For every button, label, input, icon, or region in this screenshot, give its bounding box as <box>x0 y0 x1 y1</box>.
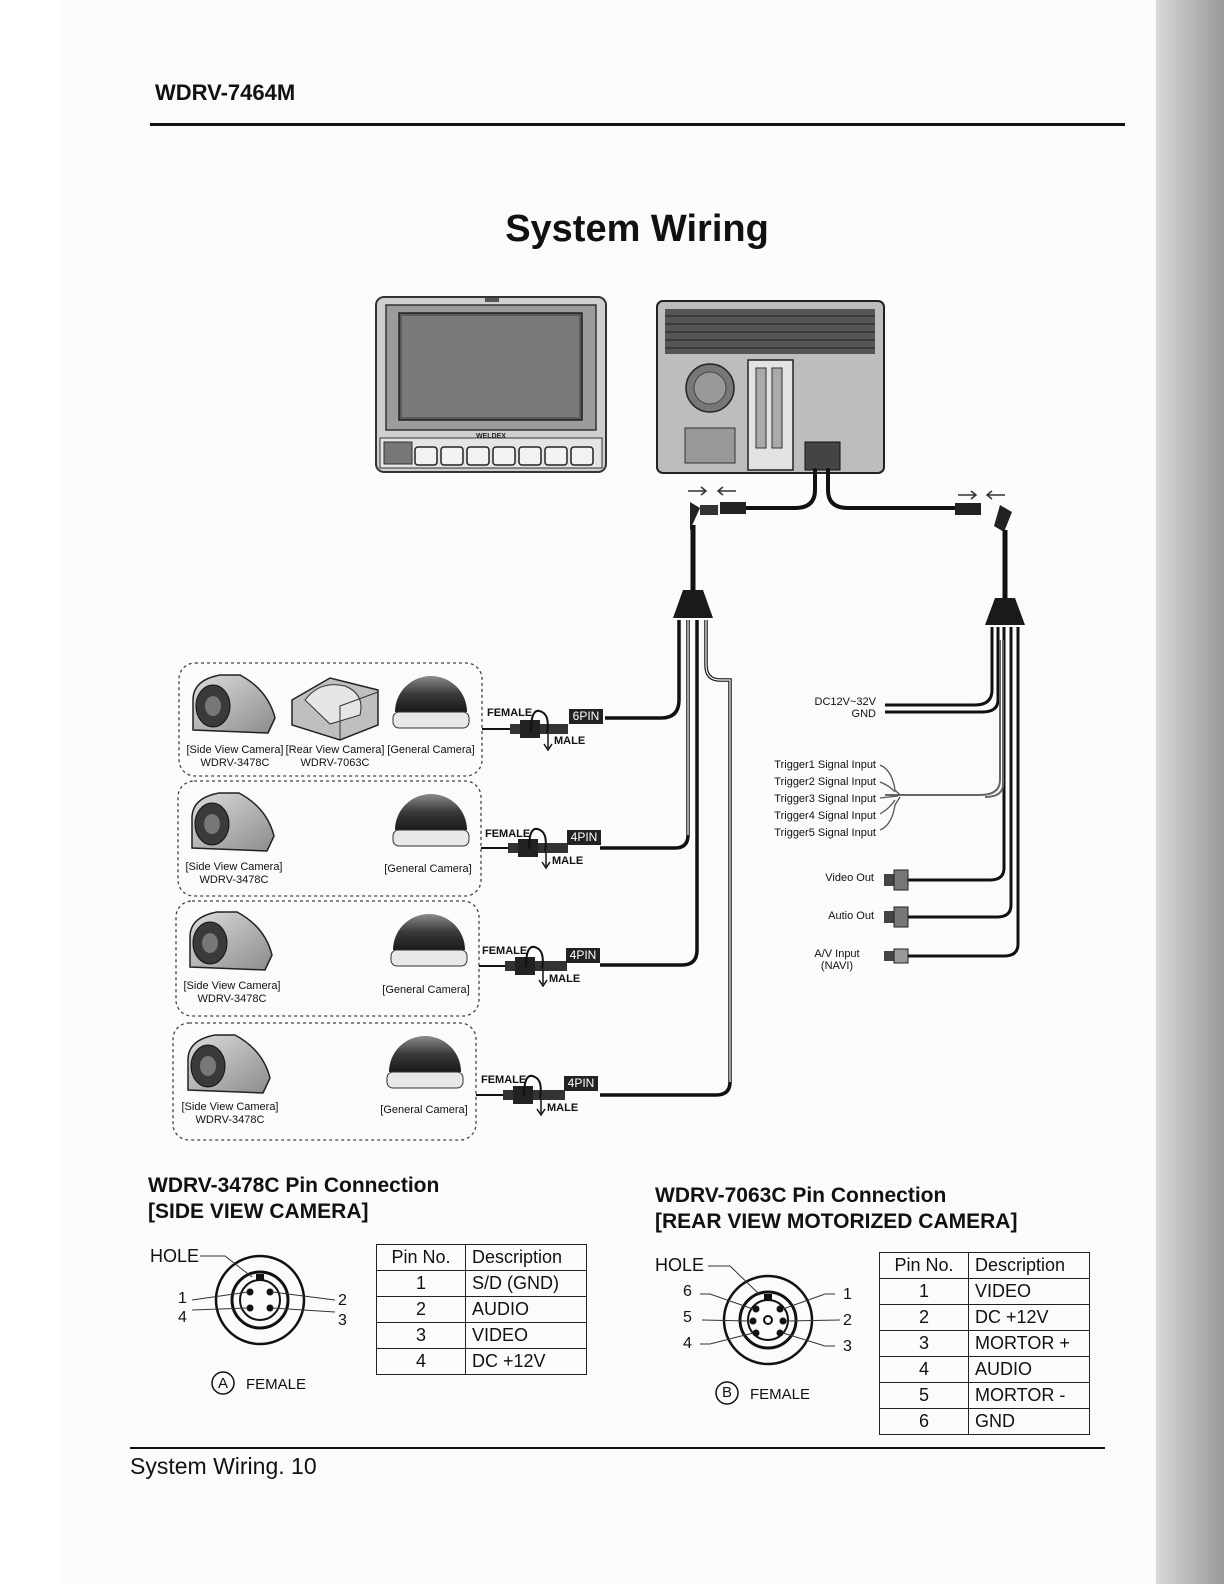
rear-marker: B <box>721 1384 732 1401</box>
pin-badge-1 <box>569 709 603 724</box>
connector-3-pins: 4PIN <box>569 948 597 962</box>
trigger-2: Trigger2 Signal Input <box>774 776 876 788</box>
dome-camera-4 <box>386 1036 464 1089</box>
connector-2-female: FEMALE <box>485 828 531 840</box>
trigger-1: Trigger1 Signal Input <box>774 759 876 771</box>
connector-1-pins: 6PIN <box>572 709 600 723</box>
footer-page-label: System Wiring. 10 <box>130 1453 317 1479</box>
side-pin-connector-diagram <box>191 1254 336 1395</box>
rear-view-camera <box>291 677 379 741</box>
connector-2-pins: 4PIN <box>570 830 598 844</box>
connector-pair-4 <box>503 1074 565 1117</box>
side-pin-num-1: 1 <box>178 1290 187 1307</box>
dome-camera-3 <box>390 914 468 967</box>
connector-4-male: MALE <box>547 1102 579 1114</box>
monitor-back <box>656 300 885 474</box>
footer-rule <box>130 1447 1105 1449</box>
camera-label-general-2: [General Camera] <box>384 863 472 875</box>
connector-3-female: FEMALE <box>482 945 528 957</box>
rear-pin-num-3: 3 <box>843 1338 852 1355</box>
side-view-camera-3 <box>189 911 273 971</box>
connector-1-male: MALE <box>554 735 586 747</box>
side-pin-num-3: 3 <box>338 1312 347 1329</box>
rear-pin-title: WDRV-7063C Pin Connection[REAR VIEW MOTO… <box>655 1184 1018 1233</box>
pin-badge-3 <box>566 948 600 963</box>
av-input-label: A/V Input(NAVI) <box>814 948 860 972</box>
trigger-4: Trigger4 Signal Input <box>774 810 876 822</box>
connector-3-male: MALE <box>549 973 581 985</box>
pin-badge-2 <box>567 830 601 845</box>
rear-pin-connector-diagram <box>700 1265 841 1405</box>
rear-pin-num-2: 2 <box>843 1312 852 1329</box>
camera-label-general-1: [General Camera] <box>387 744 475 756</box>
trigger-labels: Trigger1 Signal Input Trigger2 Signal In… <box>740 757 876 842</box>
connector-pair-3 <box>505 945 567 988</box>
page-title: System Wiring <box>505 208 769 250</box>
camera-label-side-2: [Side View Camera]WDRV-3478C <box>185 861 283 886</box>
audio-out-label: Autio Out <box>828 910 874 922</box>
side-hole-label: HOLE <box>150 1246 200 1266</box>
camera-label-rear: [Rear View Camera]WDRV-7063C <box>285 744 385 769</box>
rear-pin-num-1: 1 <box>843 1286 852 1303</box>
dome-camera-1 <box>392 676 470 729</box>
connector-pair-2 <box>508 827 568 870</box>
header-rule <box>150 123 1125 126</box>
monitor-front <box>375 296 607 473</box>
connector-2-male: MALE <box>552 855 584 867</box>
rear-pin-num-6: 6 <box>683 1283 692 1300</box>
rear-pin-num-5: 5 <box>683 1309 692 1326</box>
dome-camera-2 <box>392 794 470 847</box>
connector-1-female: FEMALE <box>487 707 533 719</box>
side-pin-num-2: 2 <box>338 1292 347 1309</box>
rca-plugs <box>884 869 909 964</box>
rear-pin-num-4: 4 <box>683 1335 692 1352</box>
side-pin-title: WDRV-3478C Pin Connection[SIDE VIEW CAME… <box>148 1174 440 1223</box>
side-view-camera-1 <box>192 674 276 734</box>
camera-label-side-1: [Side View Camera]WDRV-3478C <box>186 744 284 769</box>
rear-hole-label: HOLE <box>655 1255 705 1275</box>
connector-4-female: FEMALE <box>481 1074 527 1086</box>
header-model: WDRV-7464M <box>155 80 296 105</box>
rear-gender: FEMALE <box>750 1386 811 1403</box>
connector-4-pins: 4PIN <box>567 1076 595 1090</box>
camera-label-general-3: [General Camera] <box>382 984 470 996</box>
camera-label-general-4: [General Camera] <box>380 1104 468 1116</box>
camera-label-side-3: [Side View Camera]WDRV-3478C <box>183 980 281 1005</box>
trigger-5: Trigger5 Signal Input <box>774 827 876 839</box>
monitor-brand: WELDEX <box>476 433 506 440</box>
camera-label-side-4: [Side View Camera]WDRV-3478C <box>181 1101 279 1126</box>
side-view-camera-4 <box>187 1034 271 1094</box>
video-out-label: Video Out <box>825 872 874 884</box>
trigger-3: Trigger3 Signal Input <box>774 793 876 805</box>
side-view-camera-2 <box>191 792 275 852</box>
side-pin-num-4: 4 <box>178 1309 187 1326</box>
page-edge-shadow <box>1156 0 1224 1584</box>
side-gender: FEMALE <box>246 1376 307 1393</box>
pin-badge-4 <box>564 1076 598 1091</box>
side-marker: A <box>217 1375 228 1392</box>
connector-pair-1 <box>510 709 568 752</box>
